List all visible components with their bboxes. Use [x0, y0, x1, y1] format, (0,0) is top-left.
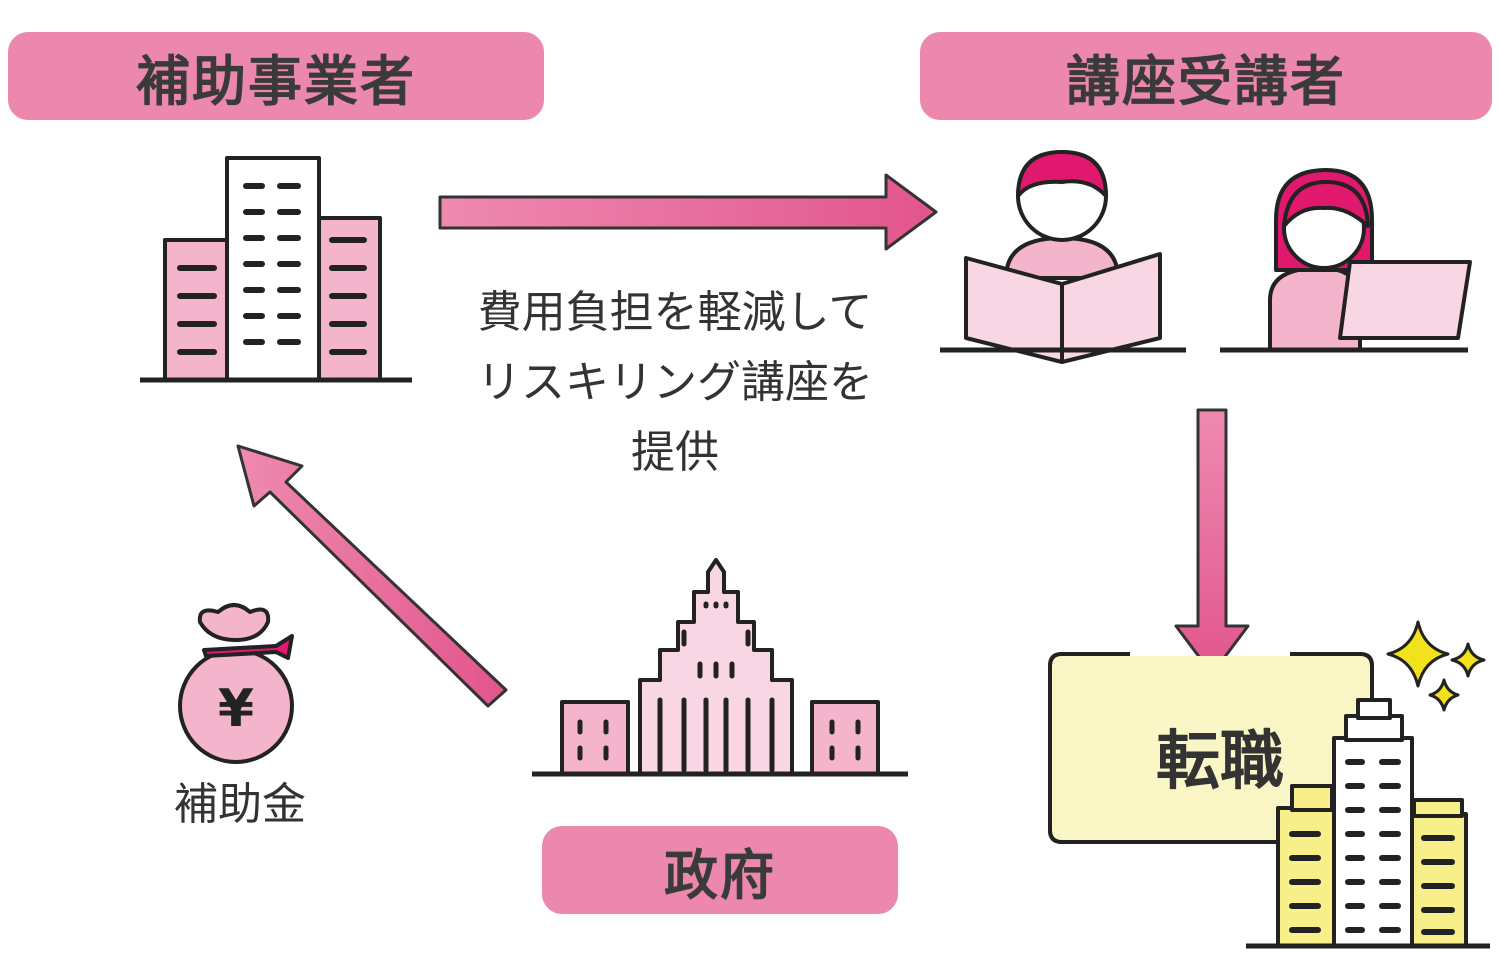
description-line-2: リスキリング講座を: [477, 357, 873, 408]
money-bag-icon: [178, 603, 294, 764]
government-building-icon: [532, 558, 908, 777]
arrow-right-icon: [438, 173, 938, 251]
company-building-icon: [140, 156, 412, 383]
government-label: 政府: [542, 826, 898, 914]
student-laptop-icon: [1220, 168, 1472, 353]
job-change-text: 転職: [1156, 725, 1284, 799]
course-students-text: 講座受講者: [1066, 49, 1346, 113]
sparkle-icon: [1386, 620, 1486, 712]
subsidy-provider-text: 補助事業者: [136, 49, 416, 113]
student-reading-icon: [940, 150, 1186, 364]
yen-symbol: ¥: [218, 679, 254, 739]
description-line-3: 提供: [631, 427, 719, 478]
arrow-down-icon: [1174, 408, 1250, 676]
subsidy-provider-label: 補助事業者: [8, 32, 544, 120]
description-text: 費用負担を軽減して リスキリング講座を 提供: [430, 278, 920, 488]
arrow-up-left-icon: [236, 444, 508, 708]
description-line-1: 費用負担を軽減して: [477, 287, 873, 338]
government-text: 政府: [664, 843, 776, 907]
course-students-label: 講座受講者: [920, 32, 1492, 120]
subsidy-money-label: 補助金: [174, 779, 306, 830]
city-buildings-icon: [1246, 698, 1490, 949]
